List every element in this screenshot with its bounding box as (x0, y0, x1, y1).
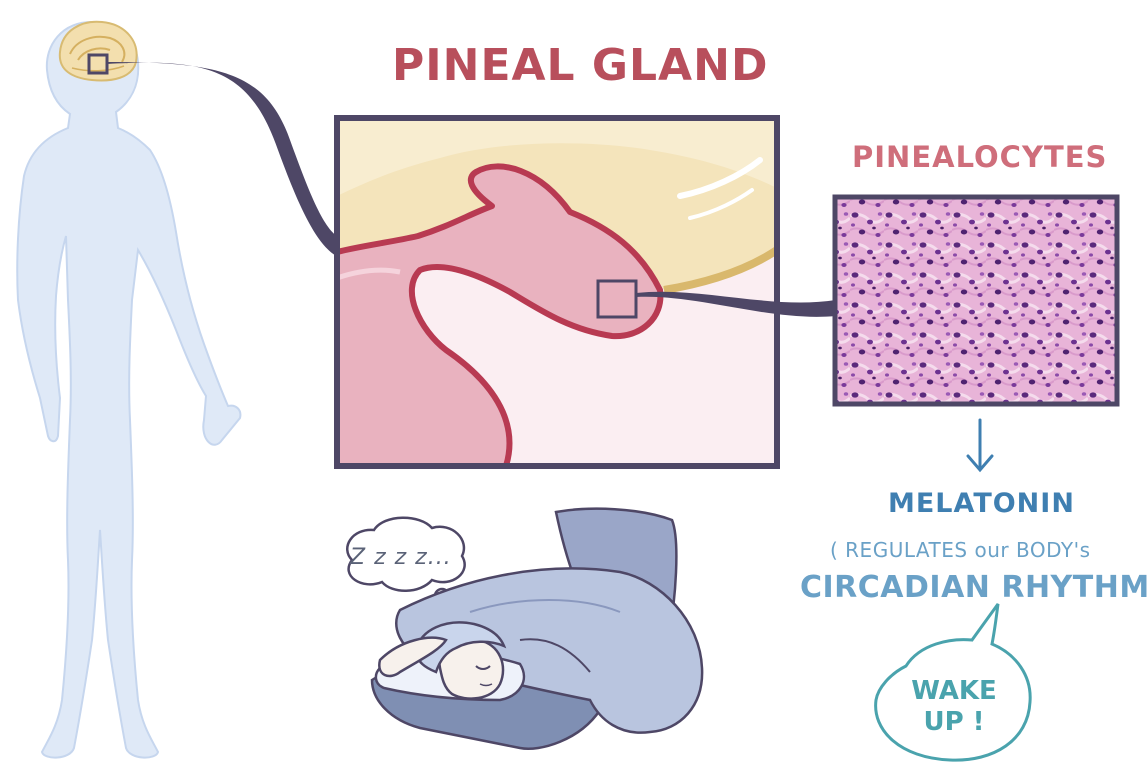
pineal-gland-frame (334, 115, 780, 469)
human-body (16, 20, 242, 759)
connector-gland-to-cells (636, 291, 836, 317)
connector-brain-to-gland (107, 62, 340, 258)
wake-speech-bubble (874, 603, 1032, 762)
pineal-gland-outline (337, 163, 664, 466)
wake-up-text: WAKE UP ! (911, 676, 997, 738)
sleep-text: Z z z z... (350, 545, 452, 570)
gland-zoom-box (596, 279, 638, 319)
function-line-1: ( REGULATES our BODY's (830, 538, 1091, 562)
tissue-edge-shadow (663, 246, 777, 294)
page-title: PINEAL GLAND (392, 40, 769, 91)
function-line-2: CIRCADIAN RHYTHM (800, 570, 1147, 605)
brain (58, 20, 138, 82)
sleeper-hair (414, 621, 507, 674)
pinealocytes-label: PINEALOCYTES (852, 140, 1108, 174)
histology-frame (832, 194, 1120, 407)
sleeping-person (346, 507, 704, 750)
pinealocytes-panel (832, 194, 1120, 407)
sleep-bubble (346, 516, 466, 592)
arrow-down-icon (966, 418, 994, 473)
melatonin-label: MELATONIN (888, 488, 1075, 519)
pineal-gland-shape (337, 166, 661, 466)
pineal-gland-panel (334, 115, 780, 469)
body-silhouette (16, 20, 242, 759)
histology-image (835, 197, 1117, 404)
sleeper-arm (378, 636, 448, 678)
